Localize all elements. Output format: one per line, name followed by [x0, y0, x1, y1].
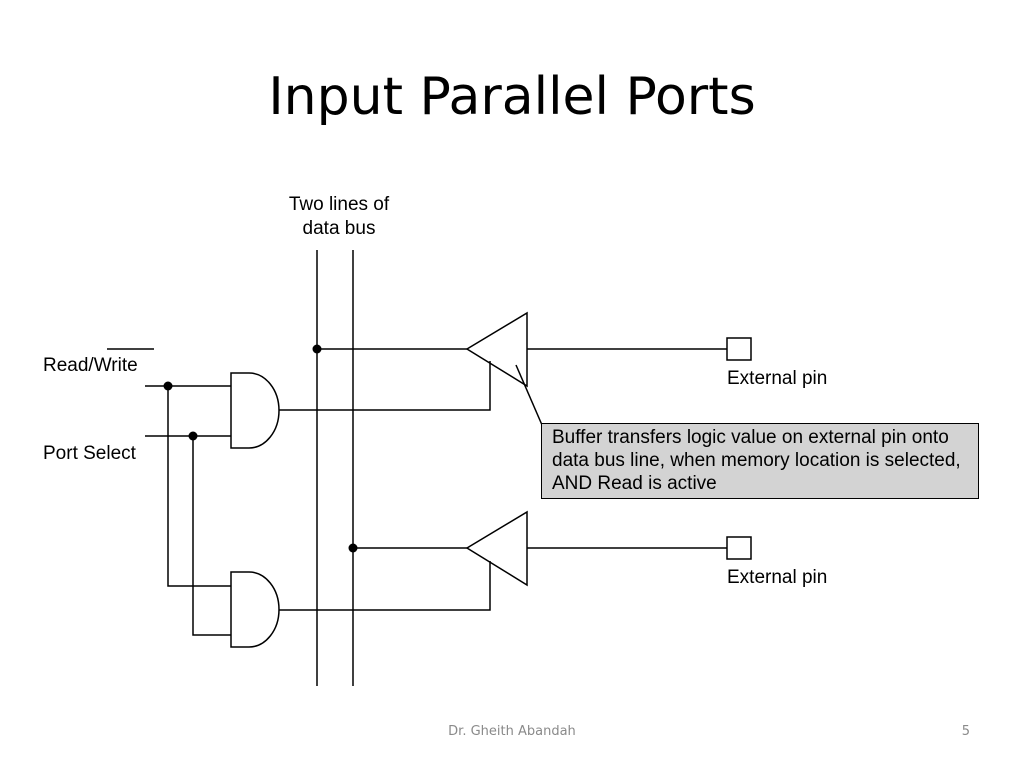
read-write-branch-wire: [167, 386, 231, 587]
external-pin-1: [726, 337, 752, 361]
gate-1-output-wire: [279, 361, 491, 411]
buffer-2: [465, 510, 528, 587]
footer-author: Dr. Gheith Abandah: [448, 724, 576, 739]
port-select-branch-wire: [192, 436, 231, 636]
and-gate-2: [230, 571, 280, 648]
external-pin-label-2: External pin: [727, 567, 828, 588]
callout-leader-line: [515, 364, 543, 426]
external-pin-2: [726, 536, 752, 560]
buffer-callout: Buffer transfers logic value on external…: [541, 423, 979, 499]
junction-dot-bus1: [312, 344, 322, 354]
data-bus-label: Two lines of data bus: [288, 194, 390, 239]
page-number: 5: [961, 724, 970, 739]
buffer-1: [465, 311, 528, 388]
junction-dot-bus2: [348, 543, 358, 553]
and-gate-1: [230, 372, 280, 449]
gate-2-output-wire: [279, 561, 491, 611]
external-pin-label-1: External pin: [727, 368, 828, 389]
junction-dot-port-select: [188, 431, 198, 441]
junction-dot-read-write: [163, 381, 173, 391]
port-select-label: Port Select: [43, 443, 136, 464]
read-write-label: Read/Write: [43, 355, 138, 376]
slide-title: Input Parallel Ports: [268, 67, 756, 127]
